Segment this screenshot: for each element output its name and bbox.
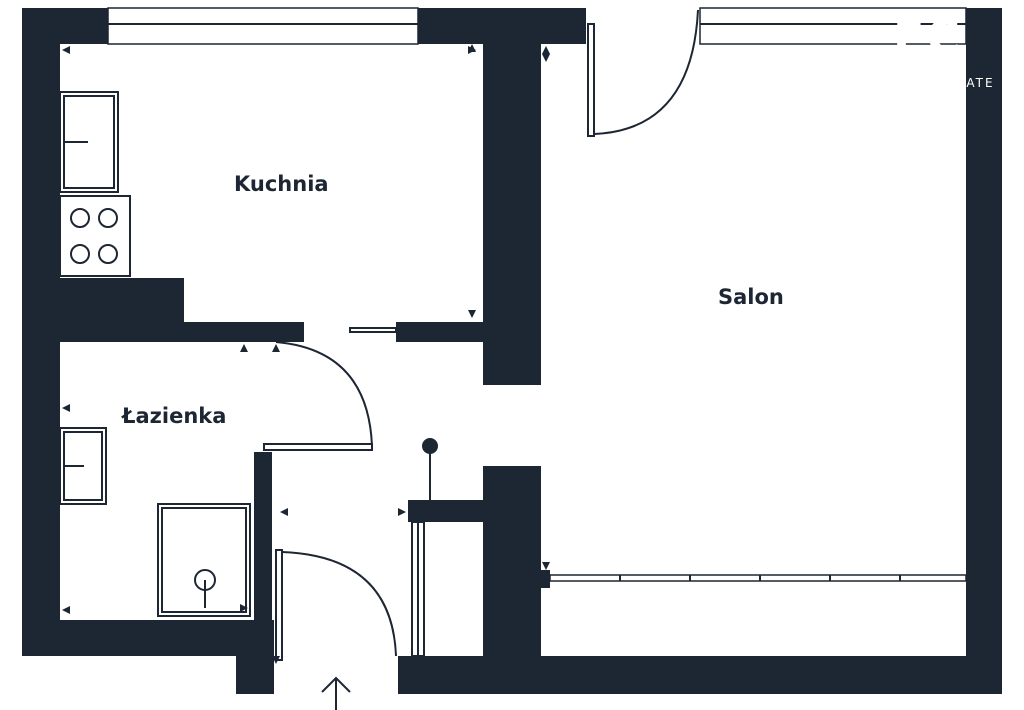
room-label-kitchen: Kuchnia <box>234 172 329 196</box>
wall-bottom-right <box>398 656 1002 694</box>
brand-logo-subtext: TATE <box>958 76 995 90</box>
wall-kitchen-salon <box>483 30 541 385</box>
wall-salon-notch <box>536 570 550 588</box>
brand-logo: EC <box>893 10 963 64</box>
entrance-arrow-icon <box>321 676 351 710</box>
walls <box>22 8 1002 694</box>
wall-bath-hall <box>254 452 272 692</box>
dimension-markers <box>62 44 550 664</box>
door-entrance-swing <box>281 551 397 657</box>
windows <box>107 7 967 45</box>
room-label-living: Salon <box>718 285 784 309</box>
wall-bottom-left <box>22 620 274 656</box>
kitchen-slider <box>349 327 397 333</box>
room-label-bathroom: Łazienka <box>122 404 227 428</box>
window-salon <box>699 7 967 45</box>
stove-icon <box>59 195 131 277</box>
door-bathroom-swing <box>275 341 373 447</box>
fixtures <box>59 91 438 617</box>
door-entrance-leaf <box>275 549 283 661</box>
wall-top-left <box>22 8 108 44</box>
salon-glazing <box>549 574 967 582</box>
doors <box>263 9 699 661</box>
wall-hall-stub <box>408 500 488 522</box>
wall-salon-pillar <box>483 466 541 658</box>
wall-kitchen-stub <box>396 322 486 342</box>
wall-kitchen-bath <box>22 322 304 342</box>
wall-right <box>966 8 1002 694</box>
window-kitchen <box>107 7 419 45</box>
door-salon-swing <box>593 9 699 135</box>
door-bathroom-leaf <box>263 443 373 451</box>
kitchen-sink <box>59 91 119 193</box>
bathroom-sink <box>59 427 107 505</box>
door-salon-leaf <box>587 23 595 137</box>
shower-icon <box>157 503 251 617</box>
